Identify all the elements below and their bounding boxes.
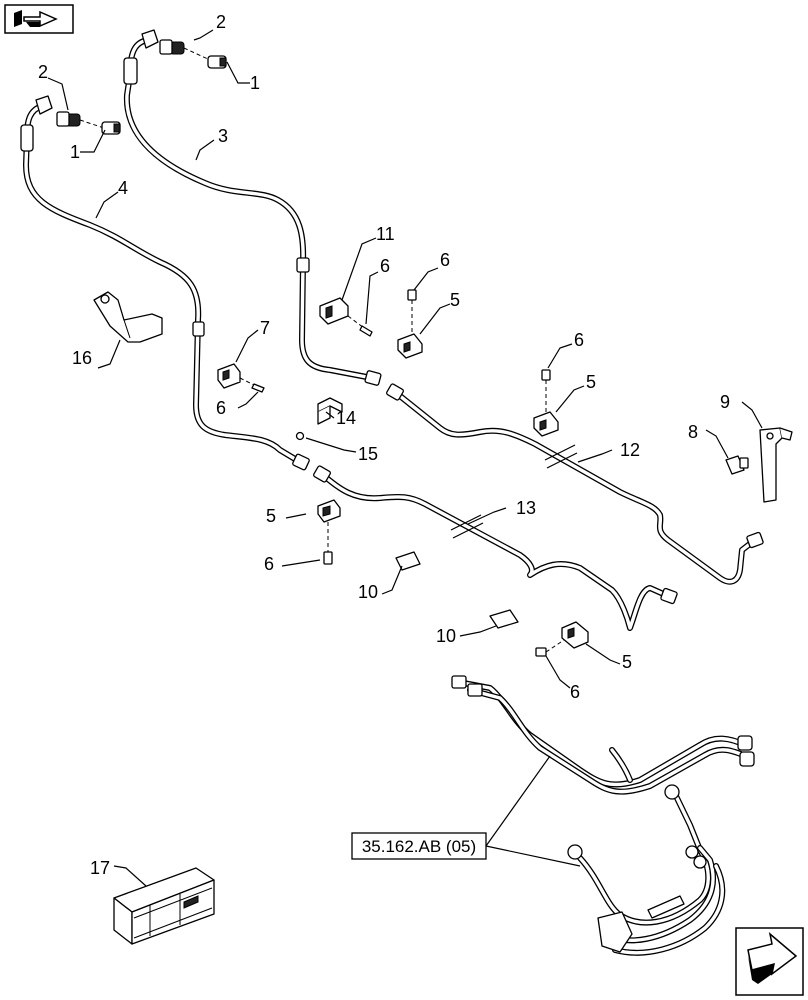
label-part-3: 3 bbox=[218, 126, 228, 146]
label-part-1: 1 bbox=[250, 73, 260, 93]
next-page-icon[interactable] bbox=[735, 927, 804, 996]
clamp-5a bbox=[397, 300, 423, 359]
fitting-1-lower bbox=[101, 121, 121, 135]
clamp-7 bbox=[217, 363, 257, 389]
screw-6b bbox=[407, 289, 417, 301]
bracket-16 bbox=[93, 291, 163, 343]
label-part-2: 2 bbox=[216, 12, 226, 32]
screw-6c bbox=[541, 369, 551, 381]
pipe-3 bbox=[123, 29, 382, 386]
label-part-5: 5 bbox=[586, 372, 596, 392]
screw-6d bbox=[251, 383, 265, 393]
label-part-5: 5 bbox=[450, 290, 460, 310]
label-part-7: 7 bbox=[260, 318, 270, 338]
label-part-6: 6 bbox=[216, 398, 226, 418]
label-part-10: 10 bbox=[436, 626, 456, 646]
screw-6e bbox=[323, 551, 333, 565]
bolt-8 bbox=[725, 455, 749, 475]
fitting-1-upper bbox=[207, 55, 227, 69]
clamp-5b bbox=[533, 380, 559, 437]
pad-10b bbox=[489, 609, 519, 629]
screw-6f bbox=[535, 647, 547, 657]
bracket-9 bbox=[759, 427, 793, 503]
pad-10a bbox=[395, 551, 421, 571]
label-part-13: 13 bbox=[516, 498, 536, 518]
previous-page-icon[interactable] bbox=[4, 4, 74, 34]
leader-lines bbox=[47, 29, 763, 887]
label-part-12: 12 bbox=[620, 440, 640, 460]
screw-6a bbox=[359, 325, 373, 337]
label-part-9: 9 bbox=[720, 392, 730, 412]
fitting-2-upper bbox=[159, 39, 211, 61]
label-part-8: 8 bbox=[688, 422, 698, 442]
pipe-13 bbox=[313, 465, 678, 631]
label-part-6: 6 bbox=[264, 554, 274, 574]
reference-callout[interactable]: 35.162.AB (05) bbox=[351, 832, 487, 860]
label-part-10: 10 bbox=[358, 582, 378, 602]
label-part-6: 6 bbox=[380, 256, 390, 276]
label-part-16: 16 bbox=[72, 348, 92, 368]
clamp-5d bbox=[545, 621, 589, 653]
bracket-14 bbox=[317, 397, 343, 425]
label-part-14: 14 bbox=[336, 408, 356, 428]
label-part-11: 11 bbox=[376, 224, 395, 244]
fitting-2-lower bbox=[56, 111, 105, 129]
part-labels: 2 1 2 1 3 4 11 6 6 5 6 5 7 6 14 15 12 13… bbox=[38, 12, 730, 878]
pipe-4 bbox=[20, 95, 310, 471]
screw-15 bbox=[295, 431, 305, 441]
pipe-12 bbox=[386, 383, 764, 585]
label-part-5: 5 bbox=[266, 506, 276, 526]
label-part-2: 2 bbox=[38, 62, 48, 82]
kit-box-17 bbox=[113, 867, 215, 945]
label-part-15: 15 bbox=[358, 444, 378, 464]
label-part-6: 6 bbox=[574, 330, 584, 350]
label-part-6: 6 bbox=[570, 682, 580, 702]
label-part-5: 5 bbox=[622, 652, 632, 672]
reference-callout-text[interactable]: 35.162.AB (05) bbox=[362, 837, 476, 856]
label-part-6: 6 bbox=[440, 250, 450, 270]
clamp-11 bbox=[319, 297, 365, 329]
label-part-17: 17 bbox=[90, 858, 110, 878]
hose-assembly bbox=[451, 675, 755, 956]
clamp-5c bbox=[317, 499, 341, 552]
label-part-4: 4 bbox=[118, 178, 128, 198]
label-part-1: 1 bbox=[70, 142, 80, 162]
